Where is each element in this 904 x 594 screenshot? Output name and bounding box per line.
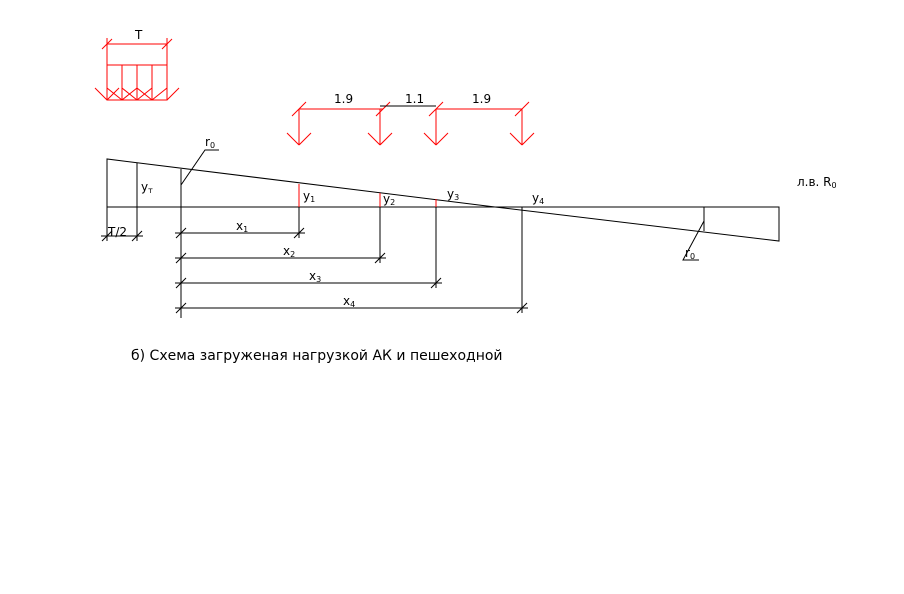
axle-spacing-right-label: 1.9 [472,92,491,106]
x1-label: x1 [236,219,248,234]
y2-label: y2 [383,192,395,207]
r-bottom-leader [682,220,705,261]
diagram-caption: б) Схема загруженая нагрузкой АК и пешех… [131,348,503,364]
half-load-label: T/2 [107,225,127,239]
r-bottom-label: r0 [685,246,695,261]
influence-line [106,158,780,242]
axle-loads [286,101,535,146]
y-crowd-label: yт [141,180,153,195]
r-top-label: r0 [205,135,215,150]
x3-label: x3 [309,269,321,284]
influence-line-label: л.в. R0 [797,175,837,190]
dimension-lines [101,207,528,318]
r-top-leader [180,149,219,186]
crowd-load [94,38,180,101]
x2-label: x2 [283,244,295,259]
y1-label: y1 [303,189,315,204]
axle-spacing-left-label: 1.9 [334,92,353,106]
x4-label: x4 [343,294,355,309]
y4-label: y4 [532,191,544,206]
axle-spacing-mid-label: 1.1 [405,92,424,106]
y3-label: y3 [447,187,459,202]
crowd-load-label: T [134,28,143,42]
